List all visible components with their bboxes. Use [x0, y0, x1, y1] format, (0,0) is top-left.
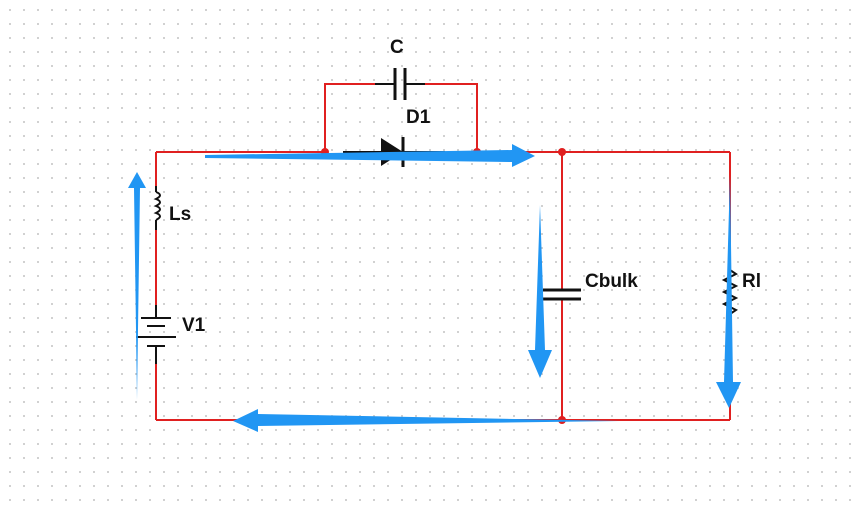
current-arrow-down-icon	[528, 205, 552, 378]
capacitor-c[interactable]	[375, 68, 425, 100]
label-inductor-ls: Ls	[169, 204, 191, 225]
nodes	[321, 148, 566, 424]
label-source-v1: V1	[182, 315, 206, 336]
capacitor-cbulk[interactable]	[543, 288, 581, 301]
wires	[155, 83, 731, 421]
wire-cap-branch-left	[324, 83, 391, 152]
label-resistor-rl: Rl	[742, 271, 761, 292]
label-capacitor-c: C	[390, 37, 404, 58]
node-dot	[558, 148, 566, 156]
current-arrow-right-icon	[205, 144, 535, 167]
current-arrows	[128, 144, 741, 432]
current-arrow-down-icon	[716, 175, 741, 408]
label-diode-d1: D1	[406, 107, 431, 128]
current-arrow-up-icon	[128, 172, 146, 400]
label-capacitor-cbulk: Cbulk	[585, 271, 638, 292]
inductor-ls[interactable]	[153, 186, 161, 230]
resistor-rl[interactable]	[721, 269, 739, 315]
voltage-source-v1[interactable]	[136, 305, 176, 364]
current-arrow-left-icon	[233, 409, 620, 432]
wire-cap-branch-right	[409, 83, 478, 152]
